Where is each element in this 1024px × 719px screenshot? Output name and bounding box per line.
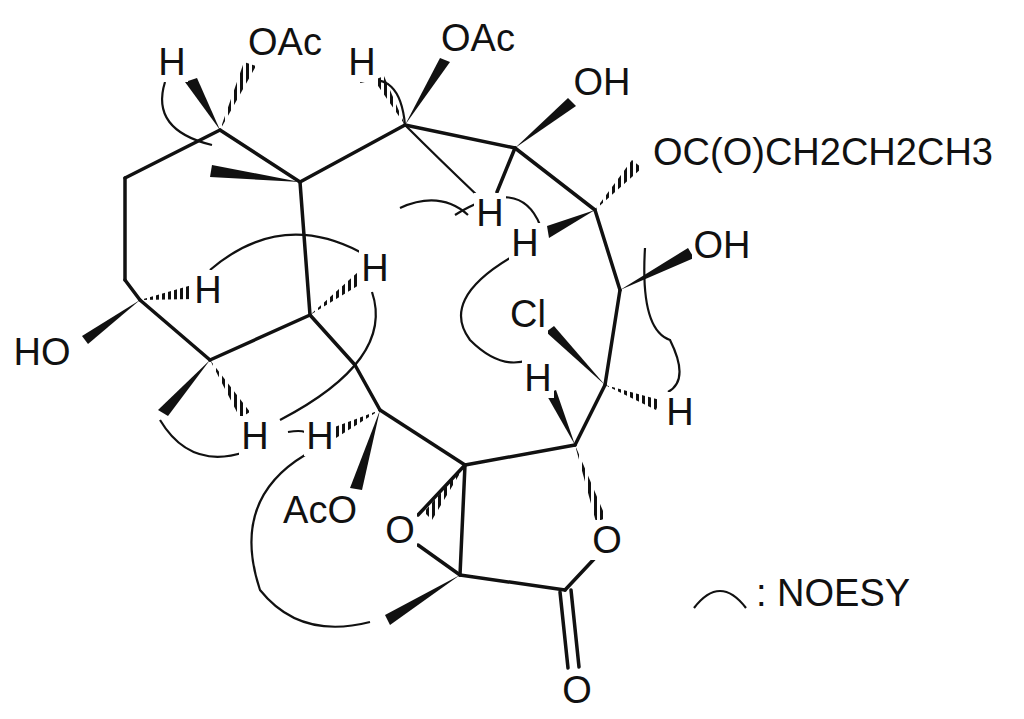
atom-label: H (359, 248, 390, 288)
atom-label: AcO (281, 490, 359, 530)
atom-label: H (192, 270, 223, 310)
atom-label: OAc (439, 18, 517, 58)
atom-label: H (522, 358, 553, 398)
atom-label: H (304, 416, 335, 456)
atom-label: H (509, 223, 540, 263)
atom-label: O (590, 520, 624, 560)
atom-label: H (474, 193, 505, 233)
atom-label: Cl (508, 294, 548, 334)
bonds (125, 125, 620, 668)
atom-label: O (383, 510, 417, 550)
atom-label: HO (12, 332, 73, 372)
atom-label: H (156, 42, 187, 82)
atom-label: OH (572, 62, 633, 102)
atom-label: OAc (246, 22, 324, 62)
atom-label: OH (692, 225, 753, 265)
legend-row: : NOESY (690, 572, 910, 615)
atom-label: O (560, 670, 594, 710)
wedge-bonds (82, 58, 694, 625)
hashed-bonds (140, 62, 660, 522)
atom-label: H (239, 416, 270, 456)
atom-label: H (664, 392, 695, 432)
atom-label: OC(O)CH2CH2CH3 (651, 132, 995, 172)
atom-label: H (346, 42, 377, 82)
noesy-sample (690, 574, 750, 614)
noesy-arcs (160, 80, 680, 627)
legend-text: : NOESY (756, 572, 910, 615)
